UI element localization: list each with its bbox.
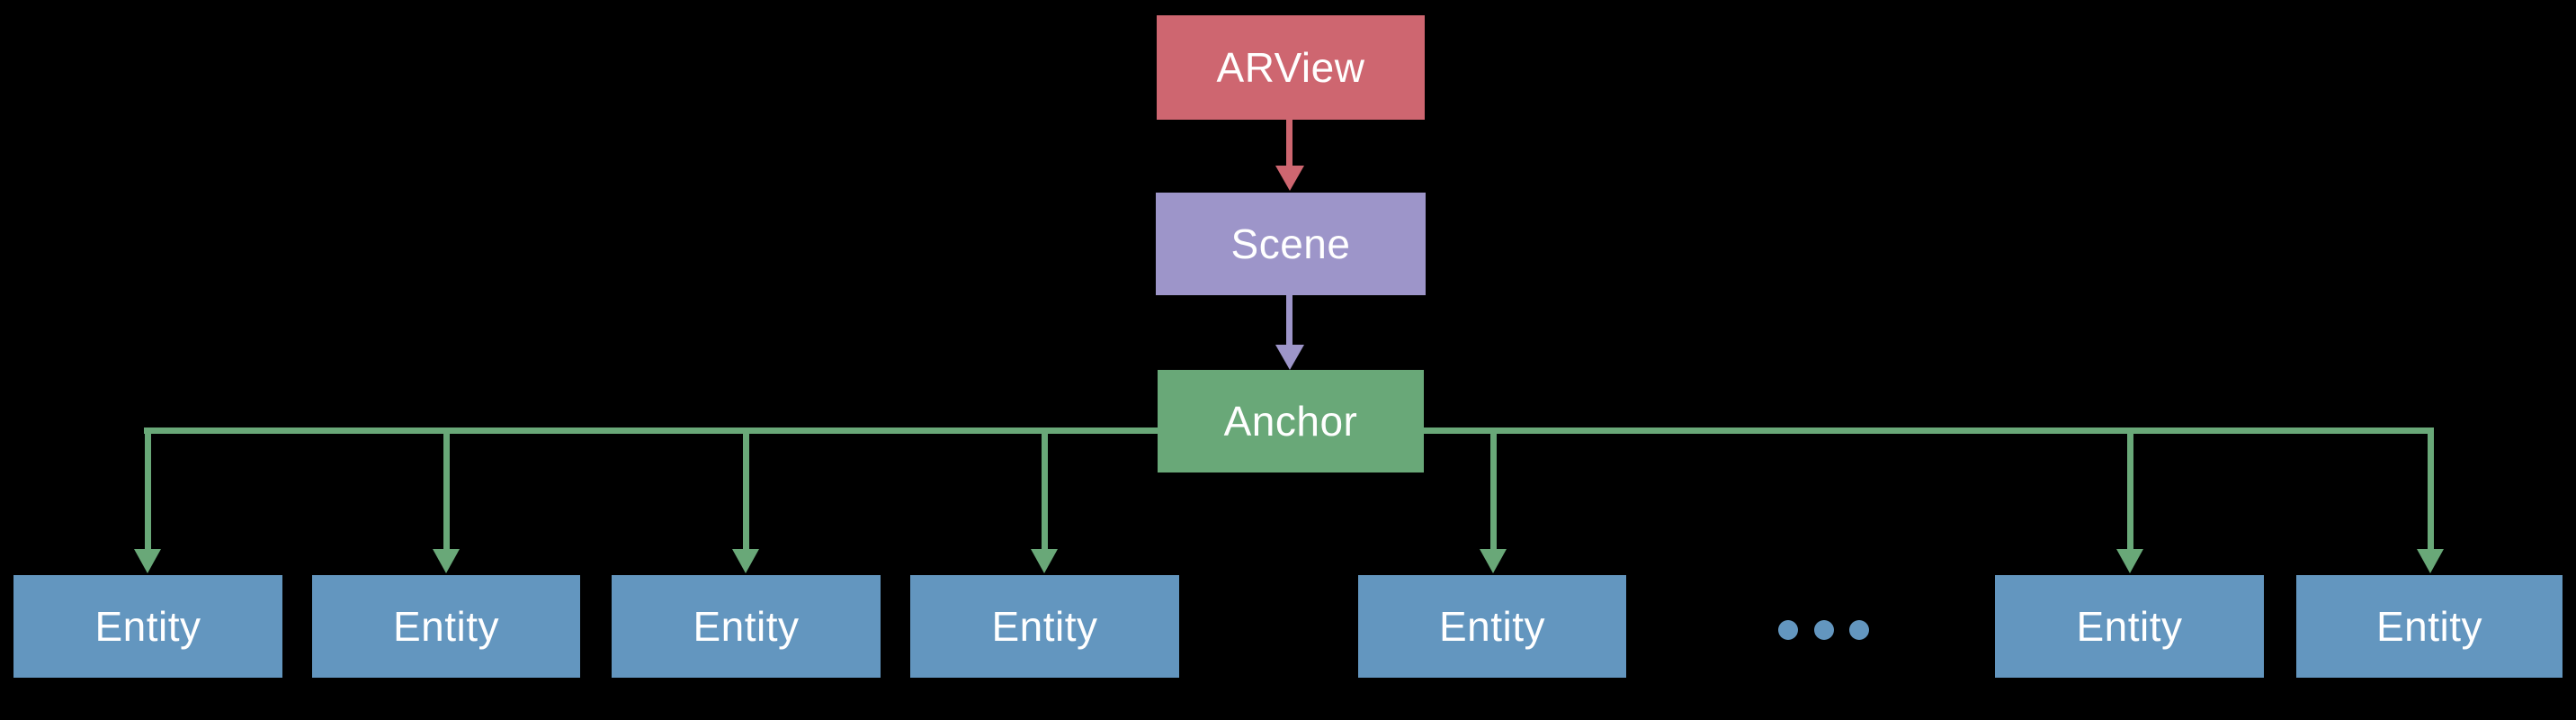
node-entity-2: Entity xyxy=(312,575,580,678)
node-anchor: Anchor xyxy=(1158,370,1424,472)
node-entity-4: Entity xyxy=(910,575,1179,678)
ellipsis-dot-icon xyxy=(1814,620,1834,640)
arrow-arview-to-scene-head-icon xyxy=(1275,166,1304,191)
node-arview-label: ARView xyxy=(1216,44,1365,91)
ellipsis-dot-icon xyxy=(1778,620,1798,640)
node-entity-7-label: Entity xyxy=(2375,603,2483,650)
node-entity-5-label: Entity xyxy=(1438,603,1546,650)
arrow-anchor-to-entity-4-shaft xyxy=(1042,428,1048,551)
arrow-anchor-to-entity-4-head-icon xyxy=(1031,549,1058,573)
arrow-scene-to-anchor-shaft xyxy=(1286,295,1292,346)
arrow-anchor-to-entity-1-shaft xyxy=(145,428,151,551)
arrow-anchor-to-entity-6-head-icon xyxy=(2116,549,2143,573)
node-entity-7: Entity xyxy=(2296,575,2563,678)
node-entity-5: Entity xyxy=(1358,575,1626,678)
connector-rail-right xyxy=(1424,428,2433,434)
node-entity-1: Entity xyxy=(13,575,282,678)
arrow-anchor-to-entity-7-head-icon xyxy=(2417,549,2444,573)
arrow-anchor-to-entity-2-head-icon xyxy=(433,549,460,573)
arrow-anchor-to-entity-3-shaft xyxy=(743,428,749,551)
ellipsis-dot-icon xyxy=(1849,620,1869,640)
node-entity-2-label: Entity xyxy=(392,603,500,650)
node-entity-3-label: Entity xyxy=(693,603,800,650)
arrow-scene-to-anchor-head-icon xyxy=(1275,345,1304,370)
arrow-anchor-to-entity-7-shaft xyxy=(2428,428,2434,551)
node-entity-1-label: Entity xyxy=(94,603,201,650)
node-entity-4-label: Entity xyxy=(991,603,1098,650)
node-entity-3: Entity xyxy=(612,575,881,678)
arrow-anchor-to-entity-3-head-icon xyxy=(732,549,759,573)
node-scene: Scene xyxy=(1156,193,1426,295)
arrow-anchor-to-entity-2-shaft xyxy=(443,428,450,551)
node-entity-6: Entity xyxy=(1995,575,2264,678)
arrow-anchor-to-entity-6-shaft xyxy=(2127,428,2133,551)
connector-rail-left xyxy=(144,428,1158,434)
node-scene-label: Scene xyxy=(1230,220,1351,267)
arrow-arview-to-scene-shaft xyxy=(1286,119,1292,167)
arrow-anchor-to-entity-5-head-icon xyxy=(1480,549,1507,573)
node-arview: ARView xyxy=(1157,15,1425,120)
arrow-anchor-to-entity-5-shaft xyxy=(1490,428,1497,551)
node-entity-6-label: Entity xyxy=(2076,603,2183,650)
arrow-anchor-to-entity-1-head-icon xyxy=(134,549,161,573)
node-anchor-label: Anchor xyxy=(1223,398,1358,445)
